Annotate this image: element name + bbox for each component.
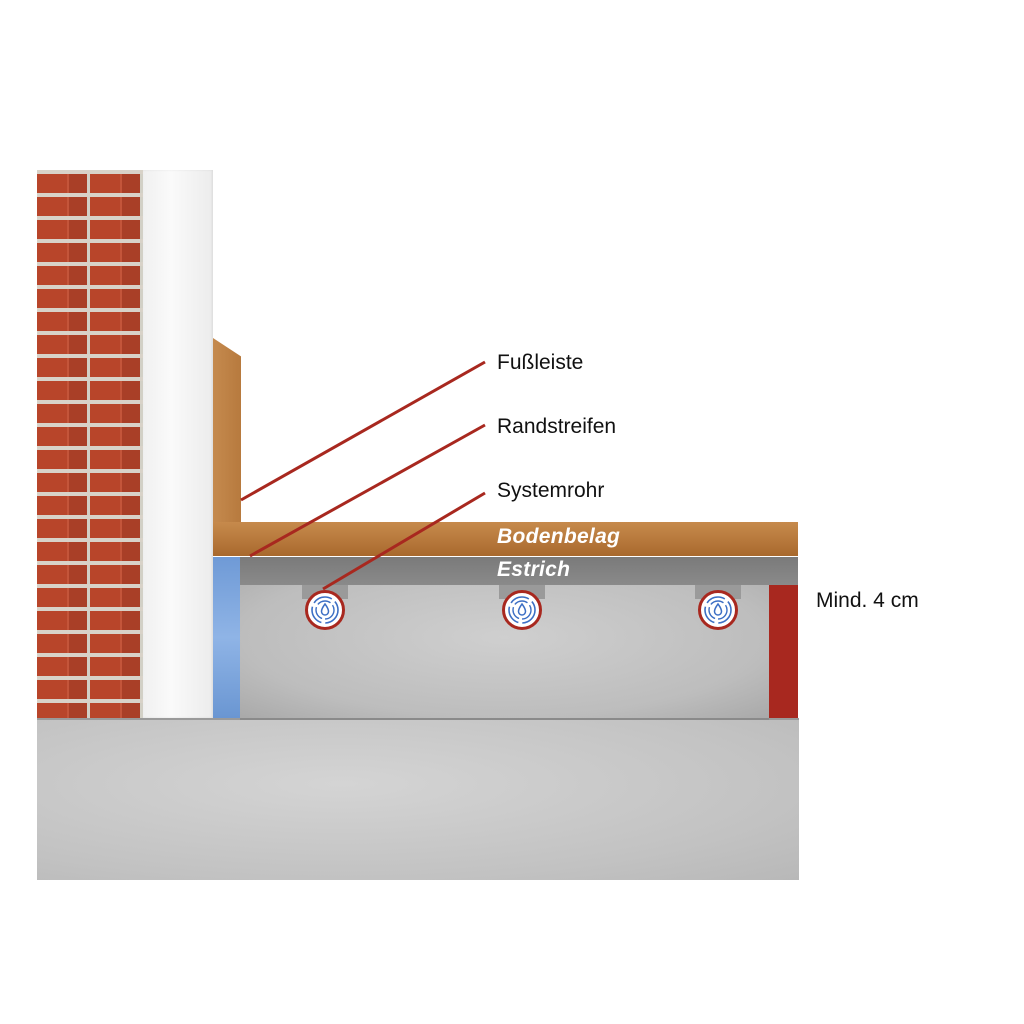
bodenbelag-label: Bodenbelag (497, 525, 621, 548)
system-pipe (305, 590, 345, 630)
estrich-label: Estrich (497, 558, 571, 581)
system-pipe (698, 590, 738, 630)
leader-line-fussleiste (240, 360, 486, 502)
water-circulation-icon (311, 596, 339, 624)
fussleiste-label: Fußleiste (497, 351, 584, 374)
fussleiste-baseboard (213, 338, 241, 522)
systemrohr-label: Systemrohr (497, 479, 605, 502)
wall-insulation (143, 170, 213, 718)
water-circulation-icon (704, 596, 732, 624)
dimension-label: Mind. 4 cm (816, 589, 919, 612)
randstreifen-edge-strip (213, 557, 240, 718)
system-pipe (502, 590, 542, 630)
water-circulation-icon (508, 596, 536, 624)
brick-wall (37, 170, 143, 718)
concrete-base-slab (37, 718, 799, 880)
randstreifen-label: Randstreifen (497, 415, 617, 438)
dimension-bar (769, 585, 798, 718)
